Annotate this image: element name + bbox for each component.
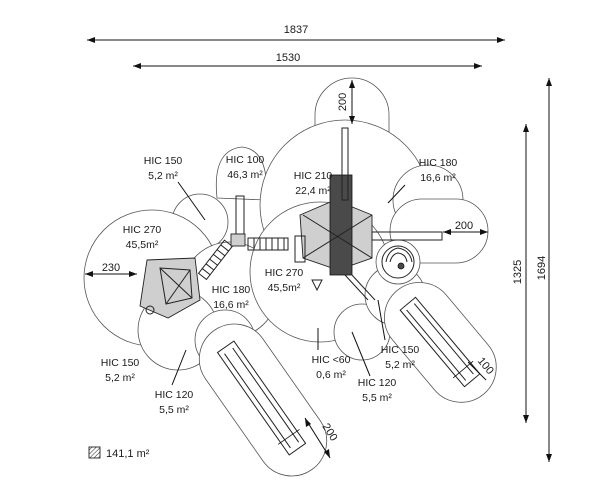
zone-label-area: 16,6 m² [420,172,456,184]
equipment [139,127,481,456]
dim-right-platform: 200 [455,220,473,232]
legend: 141,1 m² [88,446,150,460]
dim-left-platform: 230 [102,262,120,274]
zone-label-hic: HIC 180 [419,157,458,169]
zone-label-hic: HIC <60 [312,354,351,366]
zone-label-area: 45,5m² [126,239,159,251]
zone-label-area: 16,6 m² [213,299,249,311]
zone-label-area: 46,3 m² [227,169,263,181]
zone-label-hic: HIC 210 [294,170,333,182]
zone-label-area: 5,5 m² [362,392,392,404]
zone-slide-bottom [198,323,328,477]
zone-label-area: 5,2 m² [105,372,135,384]
zone-labels: HIC 150 5,2 m² HIC 100 46,3 m² HIC 210 2… [101,154,458,416]
dim-inner-width: 1530 [276,52,300,64]
leader-lines [171,181,406,386]
zone-label-hic: HIC 120 [155,389,194,401]
zone-label-hic: HIC 120 [358,377,397,389]
left-tower-roof [139,257,201,319]
zone-label-area: 5,5 m² [159,404,189,416]
zone-label-area: 5,2 m² [385,359,415,371]
dimension-lines [85,37,552,462]
zone-label-hic: HIC 150 [101,357,140,369]
zone-label-area: 0,6 m² [316,369,346,381]
dim-overall-width: 1837 [284,24,308,36]
dim-top-tower: 200 [337,93,349,111]
main-tower-slide-column [329,174,353,276]
zone-label-hic: HIC 270 [123,224,162,236]
zone-label-hic: HIC 100 [226,154,265,166]
zone-label-hic: HIC 180 [212,284,251,296]
dim-inner-height: 1325 [512,260,524,284]
zone-label-area: 22,4 m² [295,185,331,197]
zone-label-area: 45,5m² [268,282,301,294]
zone-label-hic: HIC 270 [265,267,304,279]
zone-slide-right [384,282,497,403]
dim-overall-height: 1694 [536,256,548,280]
legend-hatch-icon [88,446,101,459]
zone-label-hic: HIC 150 [381,344,420,356]
zone-label-hic: HIC 150 [144,155,183,167]
legend-total-area: 141,1 m² [106,448,150,460]
zone-label-area: 5,2 m² [148,170,178,182]
zone-spiral [375,239,421,285]
